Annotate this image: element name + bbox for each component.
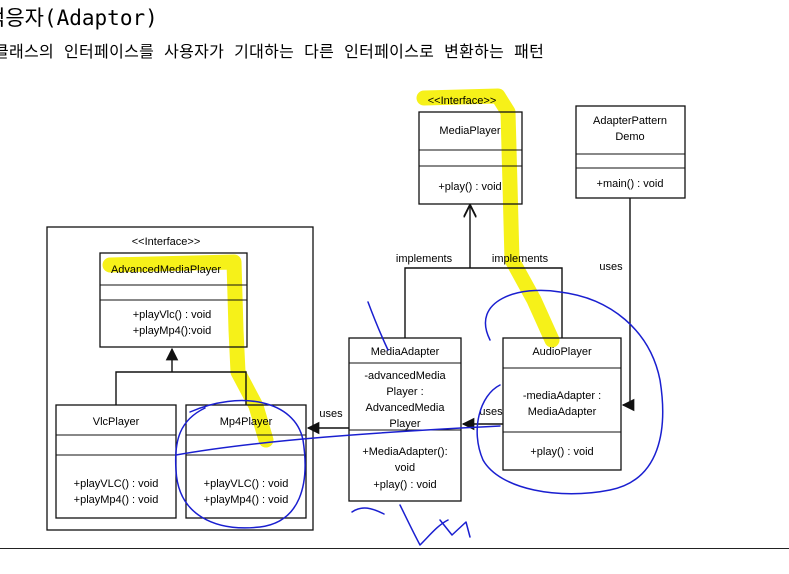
demo-op: +main() : void [597, 178, 664, 190]
mp4-op-2: +playMp4() : void [204, 494, 289, 506]
class-media-player: <<Interface>> MediaPlayer +play() : void [418, 95, 523, 205]
advanced-op-2: +playMp4():void [133, 325, 212, 337]
media-adapter-attr-2: Player : [386, 386, 423, 398]
demo-name-line2: Demo [615, 131, 644, 143]
mp4-op-1: +playVLC() : void [204, 478, 289, 490]
media-adapter-op-1: +MediaAdapter(): [362, 446, 447, 458]
pen-annotations [174, 289, 664, 546]
demo-name-line1: AdapterPattern [593, 115, 667, 127]
media-adapter-op-3: +play() : void [373, 479, 436, 491]
label-uses-audio: uses [479, 406, 503, 418]
audio-player-name: AudioPlayer [532, 346, 592, 358]
page-subtitle: 클래스의 인터페이스를 사용자가 기대하는 다른 인터페이스로 변환하는 패턴 [0, 42, 545, 61]
class-audio-player: AudioPlayer -mediaAdapter : MediaAdapter… [502, 337, 622, 471]
vlc-op-1: +playVLC() : void [74, 478, 159, 490]
divider [0, 548, 789, 549]
class-advanced-media-player: AdvancedMediaPlayer +playVlc() : void +p… [99, 252, 248, 348]
media-player-op: +play() : void [438, 181, 501, 193]
package-boundary [46, 226, 314, 531]
label-implements-right: implements [492, 253, 549, 265]
advanced-media-player-name: AdvancedMediaPlayer [111, 264, 221, 276]
media-adapter-attr-4: Player [389, 418, 421, 430]
audio-player-attr-2: MediaAdapter [528, 406, 597, 418]
media-player-name: MediaPlayer [439, 125, 500, 137]
group-stereotype: <<Interface>> [132, 236, 201, 248]
class-mp4-player: Mp4Player +playVLC() : void +playMp4() :… [185, 404, 307, 519]
highlighter-marks [102, 88, 560, 448]
class-adapter-pattern-demo: AdapterPattern Demo +main() : void [575, 105, 686, 199]
label-implements-left: implements [396, 253, 453, 265]
label-uses-demo: uses [599, 261, 623, 273]
vlc-op-2: +playMp4() : void [74, 494, 159, 506]
media-adapter-name: MediaAdapter [371, 346, 440, 358]
class-vlc-player: VlcPlayer +playVLC() : void +playMp4() :… [55, 404, 177, 519]
page-title: 적응자(Adaptor) [0, 6, 158, 30]
media-player-stereotype: <<Interface>> [428, 95, 497, 107]
media-adapter-attr-3: AdvancedMedia [366, 402, 446, 414]
advanced-op-1: +playVlc() : void [133, 309, 212, 321]
audio-player-op: +play() : void [530, 446, 593, 458]
media-adapter-attr-1: -advancedMedia [364, 370, 446, 382]
media-adapter-op-2: void [395, 462, 415, 474]
label-uses-adapter: uses [319, 408, 343, 420]
relationships [115, 198, 635, 435]
vlc-player-name: VlcPlayer [93, 416, 140, 428]
mp4-player-name: Mp4Player [220, 416, 273, 428]
audio-player-attr-1: -mediaAdapter : [523, 390, 601, 402]
class-media-adapter: MediaAdapter -advancedMedia Player : Adv… [348, 337, 462, 502]
